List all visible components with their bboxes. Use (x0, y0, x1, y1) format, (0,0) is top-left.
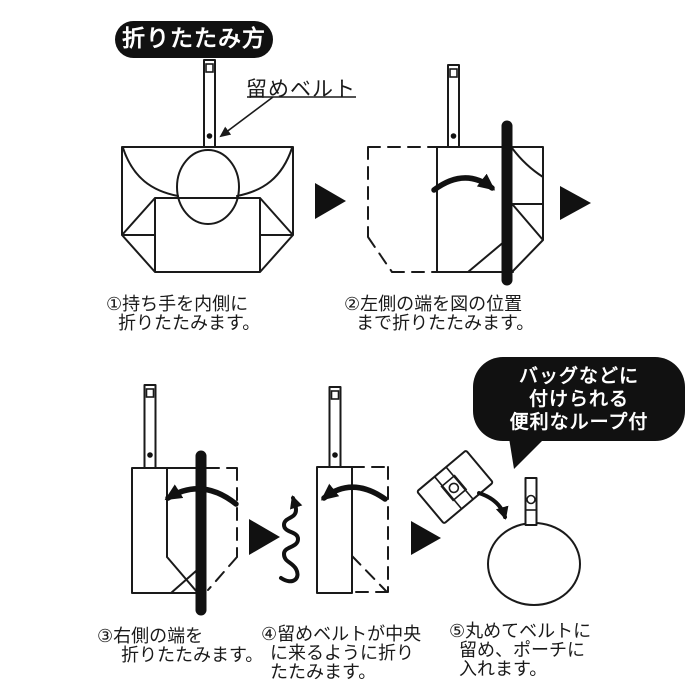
belt-label: 留めベルト (246, 77, 356, 101)
caption-line: ④留めベルトが中央 (261, 624, 422, 645)
step3-caption: ③右側の端を 折りたたみます。 (97, 627, 263, 665)
step2-caption: ②左側の端を図の位置 まで折りたたみます。 (344, 295, 534, 333)
caption-line: 留め、ポーチに (459, 640, 585, 661)
fold-arrow-icon (431, 173, 496, 193)
badge-line: 付けられる (528, 388, 629, 410)
caption-line: 入れます。 (459, 659, 548, 680)
badge-line: 便利なループ付 (509, 411, 649, 433)
folded-bag-outline (436, 146, 544, 273)
caption-line: ③右側の端を (97, 626, 204, 647)
rolled-bundle (416, 450, 494, 524)
caption-line: に来るように折り (270, 643, 414, 664)
step-arrow-3-icon (249, 519, 280, 555)
fold-arrow-icon (164, 484, 239, 507)
leader-arrow-icon (219, 96, 274, 138)
step4-caption: ④留めベルトが中央 に来るように折り たたみます。 (261, 625, 421, 682)
caption-line: ②左側の端を図の位置 (344, 294, 523, 315)
folded-strip-outline (316, 466, 353, 594)
roll-arrow-icon (279, 495, 303, 584)
ghost-outline-left (367, 146, 438, 273)
step-arrow-2-icon (560, 186, 591, 220)
bag-body-outline (121, 146, 294, 273)
fastening-belt-strap (328, 386, 342, 468)
step5-pouch-diagram (416, 450, 581, 606)
step-arrow-1-icon (315, 183, 346, 219)
caption-line: ①持ち手を内側に (106, 294, 249, 315)
caption-line: ⑤丸めてベルトに (449, 621, 592, 642)
caption-line: たたみます。 (270, 662, 377, 683)
fastening-belt-strap (143, 384, 157, 469)
speech-bubble-tail (509, 438, 545, 469)
step1-caption: ①持ち手を内側に 折りたたみます。 (106, 295, 260, 333)
caption-line: 折りたたみます。 (121, 645, 264, 666)
step4-bag-diagram (279, 386, 389, 594)
badge-line: バッグなどに (518, 365, 639, 387)
step2-bag-diagram (367, 64, 544, 286)
step5-caption: ⑤丸めてベルトに 留め、ポーチに 入れます。 (449, 622, 591, 679)
title-badge: 折りたたみ方 (115, 21, 273, 58)
step1-bag-diagram (121, 59, 294, 273)
folded-handles-loop (176, 149, 240, 225)
fastening-belt-strap (447, 64, 460, 148)
caption-line: まで折りたたみます。 (356, 313, 535, 334)
ghost-outline-right (351, 466, 389, 593)
belt-label-leader (219, 96, 356, 138)
step3-bag-diagram (131, 384, 239, 616)
fastening-belt-strap (203, 59, 216, 148)
pouch-body (487, 522, 581, 606)
loop-feature-badge: バッグなどに 付けられる 便利なループ付 (473, 357, 685, 441)
put-in-pouch-arrow-icon (477, 491, 509, 520)
ghost-outline-right (206, 467, 238, 591)
caption-line: 折りたたみます。 (118, 313, 261, 334)
folded-bag-outline (131, 467, 208, 594)
handle-fold-curves (122, 147, 293, 197)
step-arrow-4-icon (411, 521, 441, 555)
pouch-loop-strap (524, 477, 538, 526)
fold-arrow-icon (320, 483, 388, 502)
